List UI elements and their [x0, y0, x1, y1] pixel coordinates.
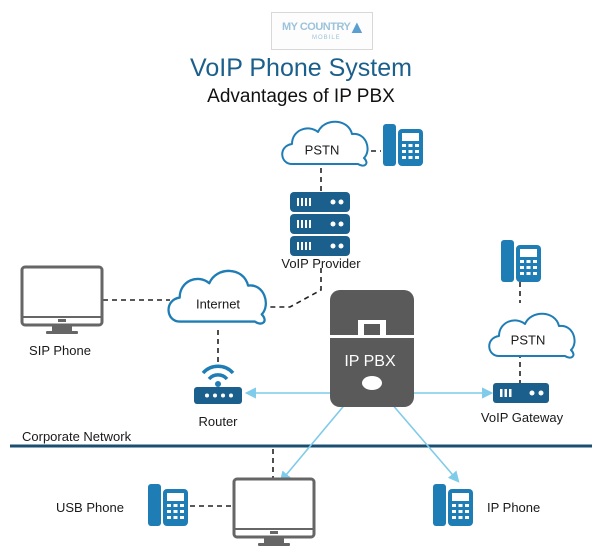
sip-monitor-icon [20, 265, 104, 336]
antenna-tower-icon: ▲ [348, 17, 366, 37]
router-label: Router [198, 414, 238, 429]
pbx-ipphone-arrow [384, 395, 460, 483]
pbx-arrows [244, 387, 494, 483]
server-stack-icon [290, 192, 350, 256]
diagram-subtitle: Advantages of IP PBX [207, 86, 395, 107]
logo-main-text: MY COUNTRY [282, 21, 351, 33]
internet-label: Internet [195, 296, 241, 312]
corporate-network-label: Corporate Network [22, 429, 132, 444]
usb-desk-phone-icon [148, 484, 188, 526]
pc-monitor-icon [232, 477, 316, 548]
provider-internet-link [262, 268, 322, 308]
ip-pbx-icon [330, 290, 414, 407]
diagram-title: VoIP Phone System [190, 54, 412, 82]
voip-provider-label: VoIP Provider [281, 256, 361, 271]
desk-phone-icon [383, 124, 423, 166]
pbx-usb-pc-arrow [279, 395, 353, 483]
sip-phone-label: SIP Phone [29, 343, 91, 358]
logo-sub-text: MOBILE [312, 35, 341, 41]
ip-desk-phone-icon [433, 484, 473, 526]
usb-phone-label: USB Phone [56, 500, 124, 515]
company-logo: MY COUNTRY MOBILE ▲ [271, 12, 373, 50]
ip-pbx-label: IP PBX [344, 353, 396, 370]
voip-gateway-label: VoIP Gateway [480, 410, 564, 425]
desk-phone-right-icon [501, 240, 541, 282]
pstn-right-label: PSTN [510, 332, 546, 348]
ip-phone-label: IP Phone [487, 500, 541, 515]
router-icon [194, 364, 242, 404]
voip-gateway-icon [493, 383, 549, 403]
pstn-top-label: PSTN [304, 142, 340, 158]
